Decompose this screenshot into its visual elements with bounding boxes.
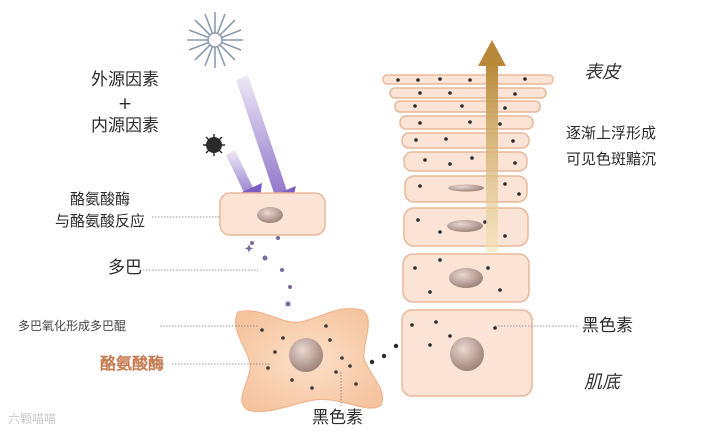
dermis-base-label: 肌底 (584, 372, 620, 394)
melanin-label-right: 黑色素 (582, 316, 633, 336)
process-label-line1: 逐渐上浮形成 (566, 124, 656, 142)
melanin-label-bottom: 黑色素 (312, 408, 363, 428)
process-label-line2: 可见色斑黯沉 (566, 150, 656, 168)
melanocyte-cell (236, 309, 399, 412)
oxidation-label: 多巴氧化形成多巴醌 (18, 319, 126, 333)
sun-burst-icon (187, 12, 243, 68)
plus-label: + (86, 94, 164, 114)
dark-particle-icon (203, 134, 225, 156)
dopa-label: 多巴 (108, 258, 142, 278)
epidermis-label: 表皮 (584, 62, 620, 84)
dopa-sparkles (245, 236, 292, 307)
external-factors-label: 外源因素 (86, 70, 164, 90)
reaction-label-line1: 酪氨酸酶 (40, 190, 160, 208)
reaction-cell (220, 193, 325, 235)
reaction-label-line2: 与酪氨酸反应 (40, 212, 160, 230)
tyrosinase-label: 酪氨酸酶 (100, 354, 164, 373)
watermark-text: 六颗喵喵 (8, 410, 56, 427)
internal-factors-label: 内源因素 (86, 116, 164, 136)
